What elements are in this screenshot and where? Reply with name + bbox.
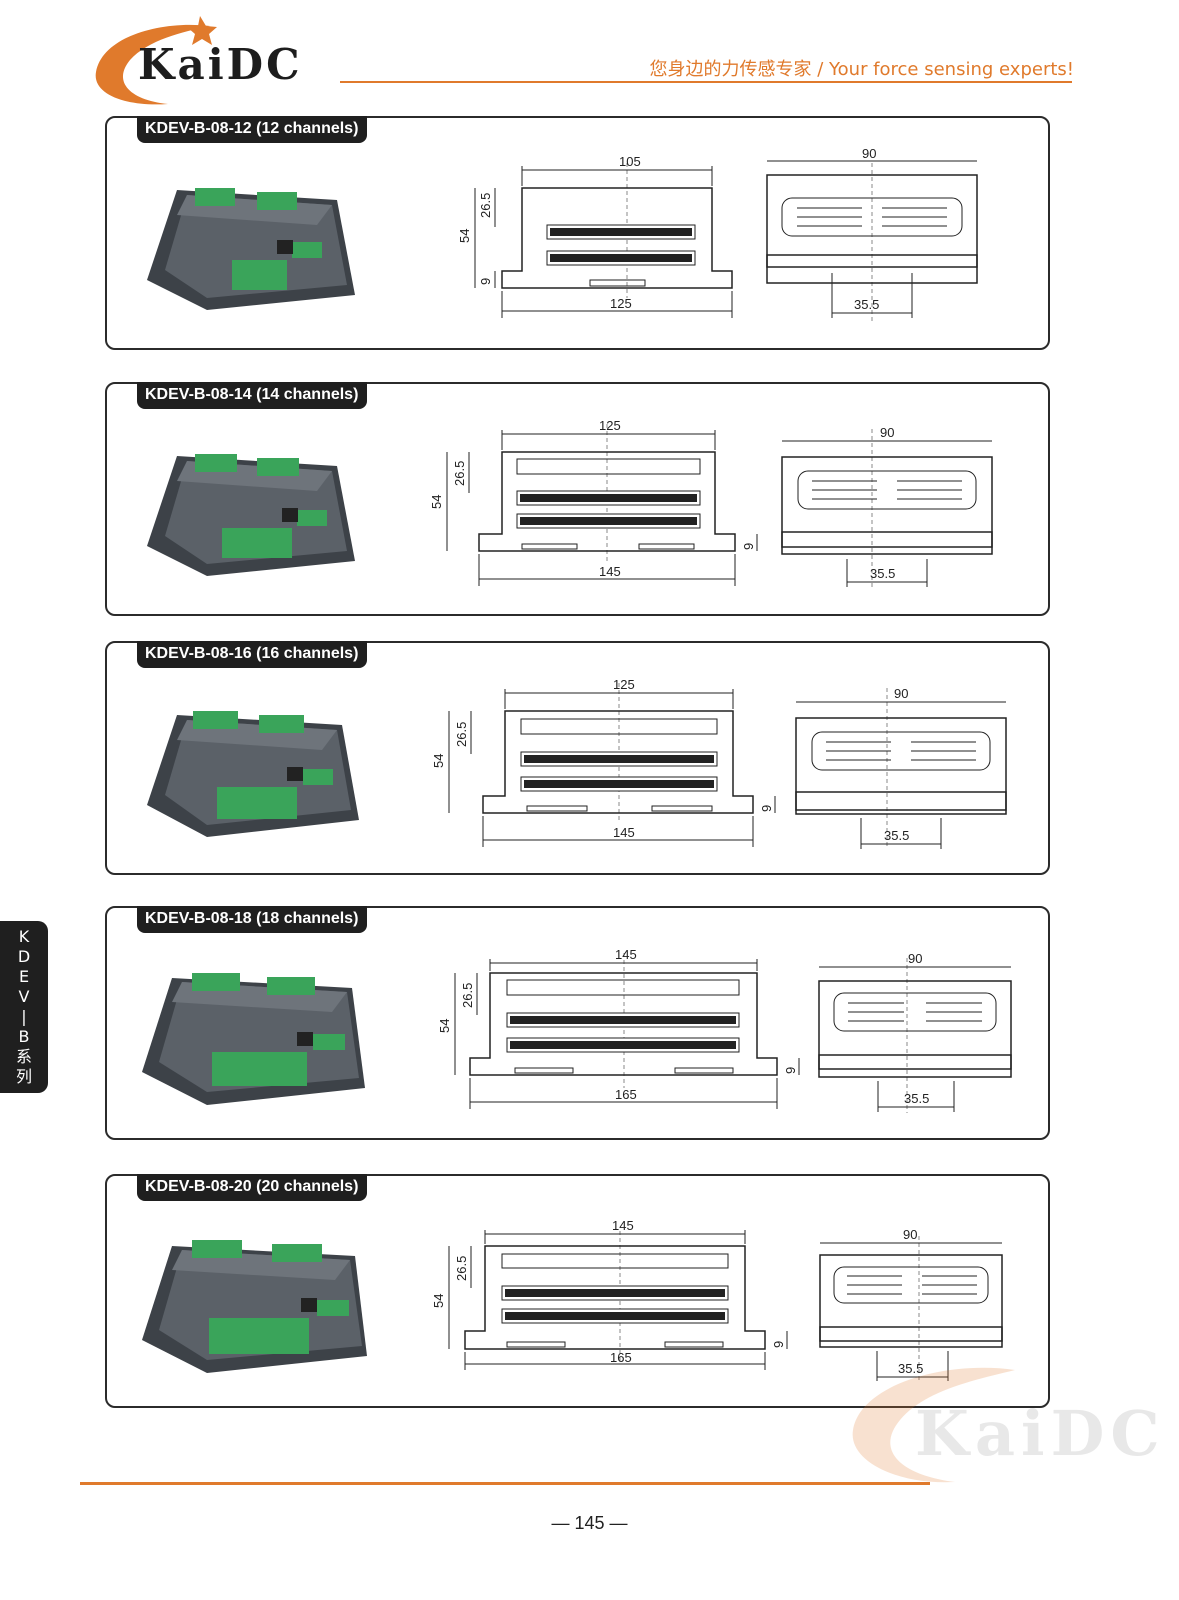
dim-rail: 35.5 xyxy=(870,566,895,581)
model-title: KDEV-B-08-12 (12 channels) xyxy=(137,116,368,143)
dim-flange: 9 xyxy=(759,805,774,812)
model-card: KDEV-B-08-12 (12 channels) 105 125 54 26… xyxy=(105,116,1050,350)
front-view-drawing: 145 165 54 26.5 9 xyxy=(431,1218,788,1370)
dim-base-width: 145 xyxy=(613,825,635,840)
front-view-drawing: 145 165 54 26.5 9 xyxy=(437,947,800,1109)
dim-flange: 9 xyxy=(783,1067,798,1074)
dim-top-width: 145 xyxy=(612,1218,634,1233)
model-title: KDEV-B-08-16 (16 channels) xyxy=(137,641,368,668)
front-view-drawing: 105 125 54 26.5 9 xyxy=(457,154,733,318)
dim-side-width: 90 xyxy=(894,686,908,701)
side-tab-char: V xyxy=(18,987,30,1006)
dim-base-width: 125 xyxy=(610,296,632,311)
model-card: KDEV-B-08-14 (14 channels) 125 145 54 26… xyxy=(105,382,1050,616)
model-title: KDEV-B-08-18 (18 channels) xyxy=(137,906,368,933)
dim-height: 54 xyxy=(431,1294,446,1308)
side-view-drawing: 90 35.5 xyxy=(781,425,993,589)
dim-top-width: 105 xyxy=(619,154,641,169)
dim-side-width: 90 xyxy=(862,146,876,161)
dim-rail: 35.5 xyxy=(884,828,909,843)
dim-upper: 26.5 xyxy=(460,983,475,1008)
model-title: KDEV-B-08-20 (20 channels) xyxy=(137,1174,368,1201)
dim-flange: 9 xyxy=(478,278,493,285)
series-side-tab: K D E V | B 系 列 xyxy=(0,921,48,1093)
model-card: KDEV-B-08-18 (18 channels) 145 165 54 26… xyxy=(105,906,1050,1140)
side-view-drawing: 90 35.5 xyxy=(819,1227,1003,1381)
side-tab-char: K xyxy=(18,927,30,946)
dim-rail: 35.5 xyxy=(898,1361,923,1376)
model-card: KDEV-B-08-20 (20 channels) 145 165 54 26… xyxy=(105,1174,1050,1408)
dim-rail: 35.5 xyxy=(854,297,879,312)
side-tab-char: 系 xyxy=(15,1047,32,1066)
side-view-drawing: 90 35.5 xyxy=(766,146,978,323)
footer-divider xyxy=(80,1482,930,1485)
product-photo xyxy=(147,188,355,310)
side-view-drawing: 90 35.5 xyxy=(795,686,1007,849)
front-view-drawing: 125 145 54 26.5 9 xyxy=(431,677,776,847)
logo-wordmark: KaiDC xyxy=(138,40,303,89)
dim-rail: 35.5 xyxy=(904,1091,929,1106)
dim-upper: 26.5 xyxy=(478,193,493,218)
dim-top-width: 125 xyxy=(599,418,621,433)
tagline: 您身边的力传感专家 / Your force sensing experts! xyxy=(649,59,1074,80)
product-photo xyxy=(147,711,359,837)
dim-base-width: 165 xyxy=(615,1087,637,1102)
dim-side-width: 90 xyxy=(880,425,894,440)
model-title: KDEV-B-08-14 (14 channels) xyxy=(137,382,368,409)
dim-top-width: 125 xyxy=(613,677,635,692)
dim-flange: 9 xyxy=(741,543,756,550)
side-tab-char: 列 xyxy=(15,1067,32,1086)
side-tab-char: B xyxy=(18,1027,30,1046)
side-tab-char: E xyxy=(18,967,30,986)
dim-height: 54 xyxy=(429,495,444,509)
dim-side-width: 90 xyxy=(908,951,922,966)
product-photo xyxy=(142,1240,367,1373)
side-view-drawing: 90 35.5 xyxy=(818,951,1012,1113)
dim-upper: 26.5 xyxy=(454,1256,469,1281)
dim-height: 54 xyxy=(457,229,472,243)
page-number: — 145 — xyxy=(551,1513,628,1533)
kaidc-watermark-logo: KaiDC xyxy=(852,1367,1165,1483)
header-divider xyxy=(340,81,1072,83)
dim-upper: 26.5 xyxy=(452,461,467,486)
kaidc-logo xyxy=(95,16,217,105)
dim-top-width: 145 xyxy=(615,947,637,962)
dim-base-width: 165 xyxy=(610,1350,632,1365)
dim-flange: 9 xyxy=(771,1341,786,1348)
model-card: KDEV-B-08-16 (16 channels) 125 145 54 26… xyxy=(105,641,1050,875)
side-tab-char: | xyxy=(21,1007,27,1026)
dim-base-width: 145 xyxy=(599,564,621,579)
svg-text:KaiDC: KaiDC xyxy=(915,1397,1165,1470)
front-view-drawing: 125 145 54 26.5 9 xyxy=(429,418,758,586)
product-photo xyxy=(142,973,365,1105)
dim-upper: 26.5 xyxy=(454,722,469,747)
product-photo xyxy=(147,454,355,576)
dim-height: 54 xyxy=(437,1019,452,1033)
dim-side-width: 90 xyxy=(903,1227,917,1242)
side-tab-char: D xyxy=(17,947,31,966)
dim-height: 54 xyxy=(431,754,446,768)
